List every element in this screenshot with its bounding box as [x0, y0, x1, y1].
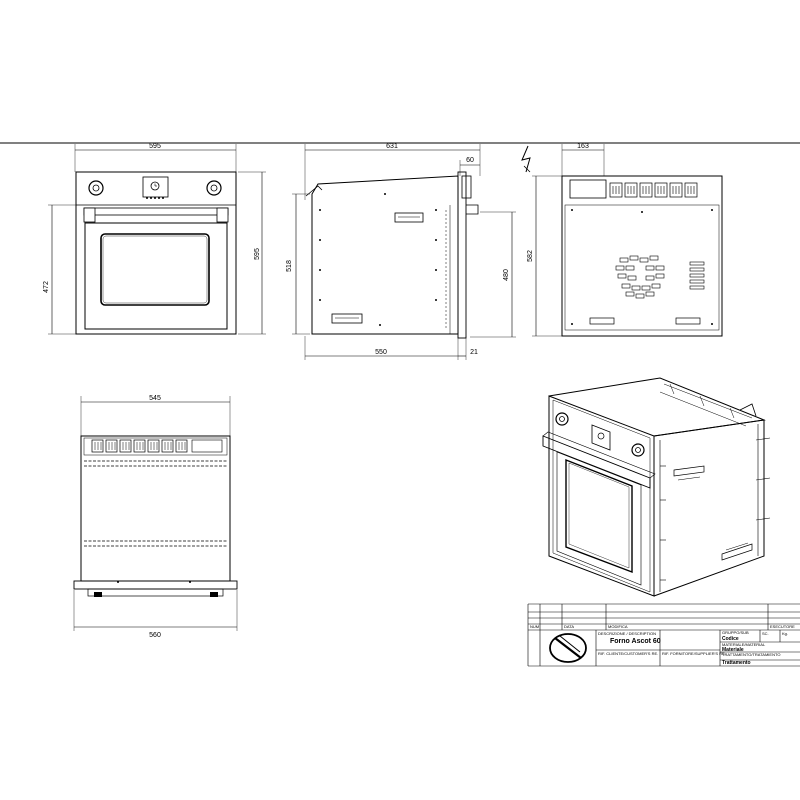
tb-label-trattamento: Trattamento	[722, 660, 751, 666]
tb-label-ref-supplier: RIF. FORNITORE/SUPPLIER'S RE.	[662, 651, 726, 656]
iso-door-window	[565, 458, 633, 574]
title-block: NUM DATA MODIFICA ESECUTORE DESCRIZIONE …	[527, 603, 800, 667]
iso-knob-right	[631, 443, 645, 457]
tb-label-sc: SC.	[762, 631, 769, 636]
rear-view: 163 582	[521, 143, 723, 337]
front-door-window	[100, 233, 210, 306]
tb-header-modifica: MODIFICA	[608, 624, 628, 629]
front-door-handle	[83, 207, 229, 216]
dim-side-body-depth: 550	[375, 349, 387, 356]
front-door-frame	[84, 222, 228, 330]
iso-knob-left	[555, 412, 569, 426]
tb-label-trattamento-top: TRATTAMENTO/TRATAMIENTO	[722, 652, 780, 657]
tb-label-descrizione: DESCRIZIONE / DESCRIPTION	[598, 631, 656, 636]
dim-side-panel-thickness: 21	[470, 349, 478, 356]
dim-side-height: 518	[286, 260, 293, 272]
dim-front-width: 595	[149, 143, 161, 150]
dim-rear-height: 582	[527, 250, 534, 262]
dim-top-width: 545	[149, 395, 161, 402]
front-clock-panel	[142, 176, 169, 198]
company-logo	[549, 633, 587, 663]
dim-side-cavity-height: 480	[503, 269, 510, 281]
tb-header-date: DATA	[564, 624, 574, 629]
dim-rear-depth: 163	[577, 143, 589, 150]
tb-label-kg: Kg.	[782, 631, 788, 636]
dim-bottom-width: 560	[149, 632, 161, 639]
side-view: 631 60 518 480 550 21	[286, 143, 516, 360]
dim-front-height: 595	[254, 248, 261, 260]
dim-side-total-depth: 631	[386, 143, 398, 150]
tb-header-esecutore: ESECUTORE	[770, 624, 795, 629]
tb-label-gruppo: GRUPPO/SUB	[722, 630, 749, 635]
front-knob-right	[206, 180, 222, 196]
dim-side-handle-depth: 60	[466, 157, 474, 164]
electrical-lightning-icon	[521, 145, 531, 173]
iso-door-handle	[542, 435, 651, 489]
tb-label-materiale-top: MATERIALE/MATERIAL	[722, 642, 766, 647]
tb-label-codice: Codice	[722, 636, 739, 642]
dim-front-door-height: 472	[43, 281, 50, 293]
tb-header-num: NUM	[530, 624, 539, 629]
front-view: 595 595 472	[43, 143, 266, 335]
tb-label-materiale: Materiale	[722, 647, 744, 653]
rear-fan-vent	[615, 255, 665, 299]
isometric-view	[542, 377, 771, 597]
drawing-title: Forno Ascot 60	[610, 638, 661, 645]
top-view: 545 560	[73, 395, 238, 639]
front-clock-icon	[150, 181, 160, 191]
tb-label-ref-customer: RIF. CLIENTE/CUSTOMER'S RE.	[598, 651, 658, 656]
front-knob-left	[88, 180, 104, 196]
